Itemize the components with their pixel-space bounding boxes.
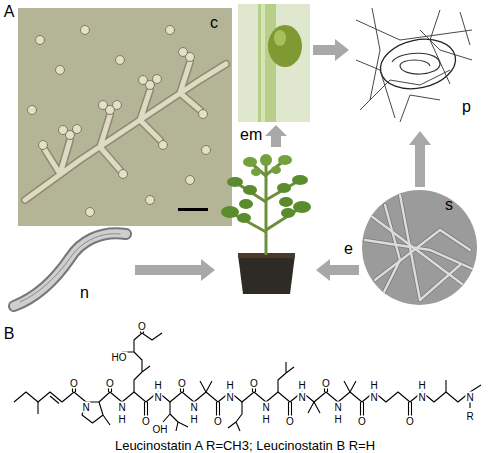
atom-label: O — [177, 378, 187, 389]
compound-caption: Leucinostatin A R=CH3; Leucinostatin B R… — [113, 438, 377, 453]
flow-arrow — [265, 125, 287, 147]
atom-label: N — [297, 392, 306, 403]
atom-label: N — [465, 392, 474, 403]
atom-label: O — [285, 416, 295, 427]
nematode-panel: n — [2, 222, 132, 320]
atom-label: H — [261, 414, 270, 425]
egg-mass-panel: em — [238, 4, 310, 122]
atom-label: N — [417, 392, 426, 403]
tomato-plant-art — [221, 154, 311, 294]
atom-label: O — [249, 378, 259, 389]
culture-panel: s — [362, 190, 477, 305]
atom-label: H — [417, 380, 426, 391]
panel-letter: p — [462, 98, 471, 116]
panel-letter: e — [344, 240, 353, 258]
atom-label: N — [261, 402, 270, 413]
atom-label: H — [153, 380, 162, 391]
atom-label: OH — [152, 424, 169, 435]
plant-panel: e — [218, 150, 313, 295]
mycelium-art — [362, 190, 477, 305]
parasitism-panel: p — [352, 4, 480, 128]
atom-label: N — [225, 392, 234, 403]
atom-label: N — [189, 402, 198, 413]
flow-arrow — [135, 259, 215, 281]
atom-label: O — [141, 416, 151, 427]
atom-label: N — [117, 402, 126, 413]
atom-label: N — [153, 392, 162, 403]
atom-label: H — [189, 414, 198, 425]
atom-label: O — [137, 321, 147, 332]
atom-label: O — [105, 378, 115, 389]
atom-label: O — [321, 378, 331, 389]
atom-label: N — [333, 402, 342, 413]
panel-label: A — [3, 3, 16, 21]
panel-label: B — [3, 325, 16, 343]
chemical-structure — [14, 321, 481, 431]
panel-letter: n — [80, 284, 89, 302]
flow-arrow — [316, 259, 359, 281]
flow-arrow — [313, 39, 349, 61]
atom-label: R — [465, 411, 474, 422]
atom-label: H — [297, 380, 306, 391]
atom-label: N — [81, 402, 90, 413]
atom-label: H — [369, 380, 378, 391]
atom-label: O — [357, 416, 367, 427]
atom-label: N — [369, 392, 378, 403]
atom-label: O — [405, 416, 415, 427]
atom-label: HO — [111, 352, 128, 363]
atom-label: H — [225, 380, 234, 391]
parasitism-sketch-art — [352, 4, 480, 128]
panel-letter: em — [240, 126, 262, 144]
conidia-panel: c — [18, 8, 232, 226]
panel-letter: s — [445, 196, 453, 214]
egg-mass-art — [238, 4, 310, 122]
atom-label: O — [213, 416, 223, 427]
atom-label: O — [69, 378, 79, 389]
atom-label: H — [333, 414, 342, 425]
atom-label: H — [117, 414, 126, 425]
panel-letter: c — [210, 14, 218, 32]
conidia-photo-art — [18, 8, 232, 226]
nematode-art — [14, 233, 126, 306]
flow-arrow — [409, 131, 431, 187]
